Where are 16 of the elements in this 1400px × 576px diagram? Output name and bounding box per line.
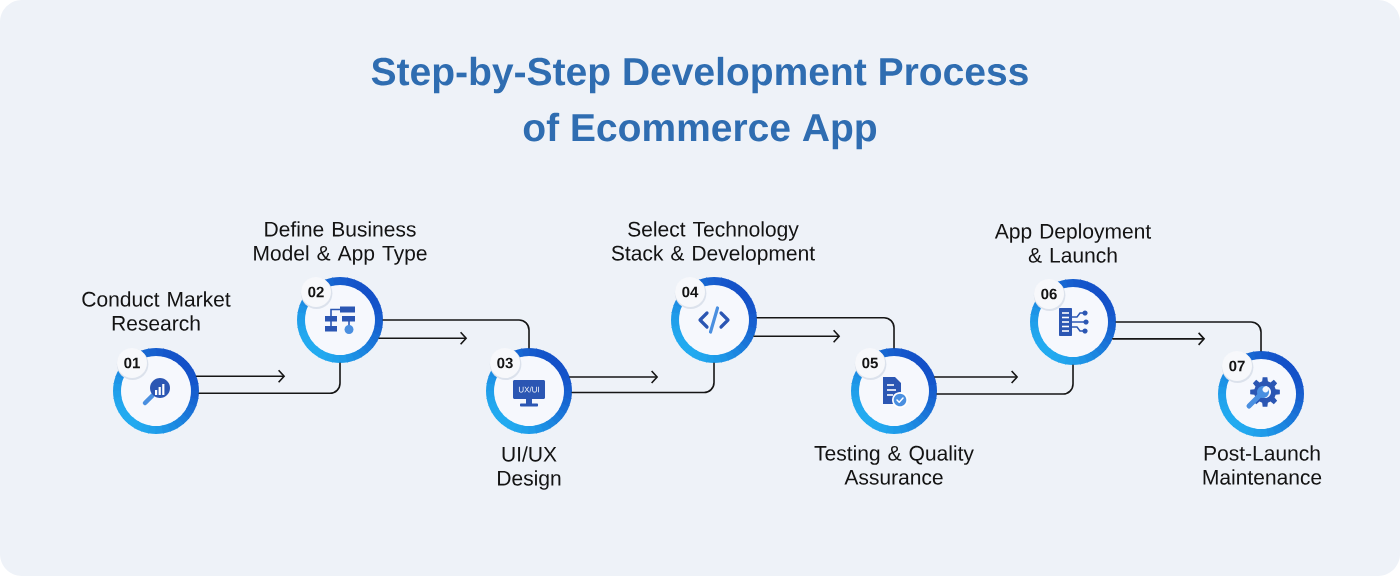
step-label: Conduct Market Research — [82, 291, 231, 331]
step-label: Define Business Model & App Type — [254, 221, 427, 265]
step-label: App Deployment & Launch — [994, 223, 1152, 263]
number-badge: 06 — [1033, 279, 1066, 311]
number-badge: 03 — [489, 348, 522, 380]
step-label: Testing & Quality Assurance — [814, 445, 974, 485]
screen-text: UX/UI — [518, 386, 539, 393]
number-badge: 07 — [1221, 351, 1254, 383]
number-badge: 02 — [300, 277, 333, 309]
title: Step-by-Step Development Process of Ecommerce App — [371, 56, 1028, 150]
number-badge: 04 — [674, 277, 707, 309]
step-label: Post-Launch Maintenance — [1203, 445, 1322, 485]
step-label: Select Technology Stack & Development — [611, 221, 815, 265]
number-badge: 01 — [116, 348, 149, 380]
number-badge: 05 — [854, 348, 887, 380]
step-label: UI/UX Design — [498, 446, 561, 490]
